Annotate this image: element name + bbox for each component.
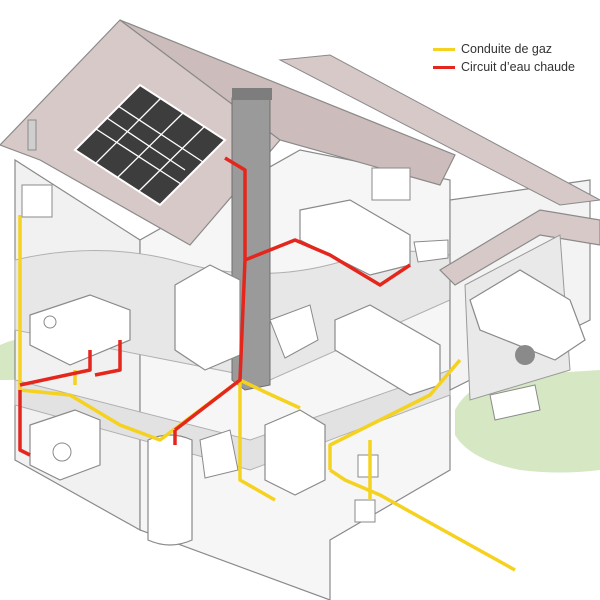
barbecue-icon <box>489 384 541 421</box>
boiler-icon <box>21 184 53 218</box>
legend-item-hot-water: Circuit d’eau chaude <box>433 58 575 76</box>
sink-icon <box>413 239 449 263</box>
legend-item-gas: Conduite de gaz <box>433 40 575 58</box>
wood-stove-icon <box>174 264 241 371</box>
hot-water-pipes <box>18 156 411 457</box>
legend-label-hot-water: Circuit d’eau chaude <box>461 60 575 74</box>
fireplace-icon <box>269 304 319 359</box>
legend-swatch-gas <box>433 47 455 51</box>
roof-right <box>119 19 456 186</box>
chimney-cap <box>232 88 272 100</box>
mirror-icon <box>371 167 411 201</box>
legend: Conduite de gaz Circuit d’eau chaude <box>433 40 575 76</box>
legend-label-gas: Conduite de gaz <box>461 42 553 56</box>
vent-pipe-icon <box>27 119 37 151</box>
washing-machine-door <box>52 442 72 462</box>
garage-roof <box>439 209 600 286</box>
water-heater-icon <box>147 434 193 546</box>
car-icon <box>469 269 586 365</box>
stove-icon <box>43 315 57 329</box>
solar-panel-icon <box>73 83 227 207</box>
kitchen-counter-icon <box>29 294 131 366</box>
gas-meter-icon <box>357 454 379 478</box>
washing-machine-icon <box>29 409 101 481</box>
roof-back <box>278 54 600 206</box>
legend-swatch-hot-water <box>433 65 455 69</box>
pump-icon <box>199 429 239 479</box>
gas-boiler-icon <box>264 409 326 496</box>
gas-meter-icon <box>354 499 376 523</box>
